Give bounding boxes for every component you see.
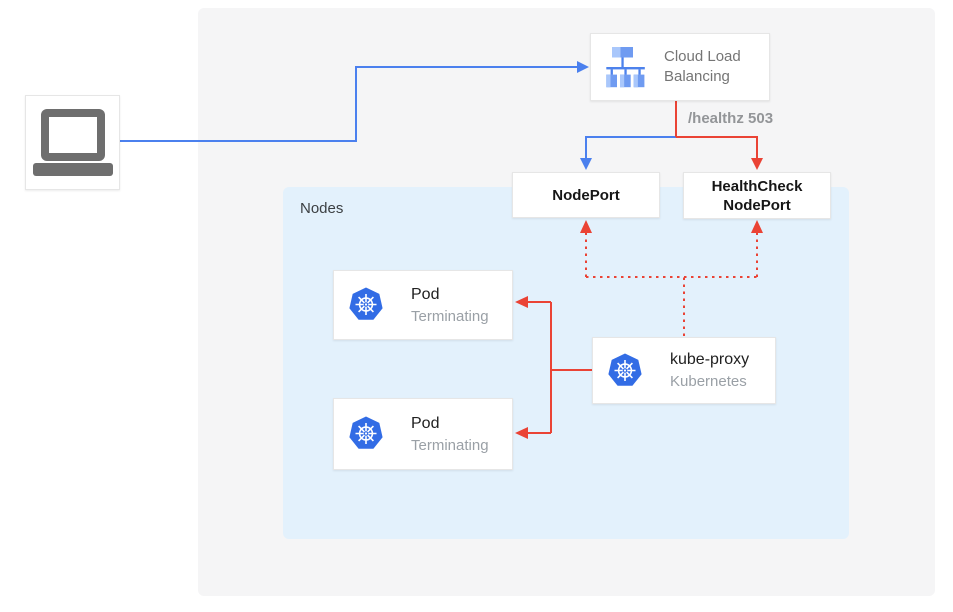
nodes-group-label: Nodes	[300, 200, 344, 217]
cloud-load-balancing-label: Cloud Load Balancing	[664, 48, 741, 85]
kube-proxy-card: kube-proxy Kubernetes	[592, 337, 776, 404]
kube-proxy-labels: kube-proxy Kubernetes	[670, 349, 749, 392]
pod-1-labels: Pod Terminating	[411, 284, 489, 327]
pod-title: Pod	[411, 414, 440, 432]
kube-proxy-title: kube-proxy	[670, 351, 750, 368]
cloud-load-balancing-icon	[606, 47, 645, 88]
healthcheck-nodeport-card: HealthCheck NodePort	[683, 172, 831, 219]
pod-2-card: Pod Terminating	[333, 398, 513, 470]
laptop-icon	[32, 108, 113, 176]
nodeport-card: NodePort	[512, 172, 660, 218]
kubernetes-icon	[608, 353, 642, 386]
kubernetes-icon	[349, 287, 383, 320]
healthcheck-nodeport-label: HealthCheck NodePort	[711, 177, 803, 214]
client-laptop-card	[25, 95, 120, 190]
pod-1-card: Pod Terminating	[333, 270, 513, 340]
kubernetes-icon	[349, 416, 383, 449]
cloud-load-balancing-card: Cloud Load Balancing	[590, 33, 770, 101]
pod-status: Terminating	[411, 436, 489, 454]
healthz-503-label: /healthz 503	[688, 110, 774, 127]
nodeport-label: NodePort	[552, 186, 620, 204]
pod-2-labels: Pod Terminating	[411, 413, 489, 456]
kube-proxy-subtitle: Kubernetes	[670, 373, 747, 390]
pod-status: Terminating	[411, 307, 489, 325]
pod-title: Pod	[411, 285, 440, 303]
